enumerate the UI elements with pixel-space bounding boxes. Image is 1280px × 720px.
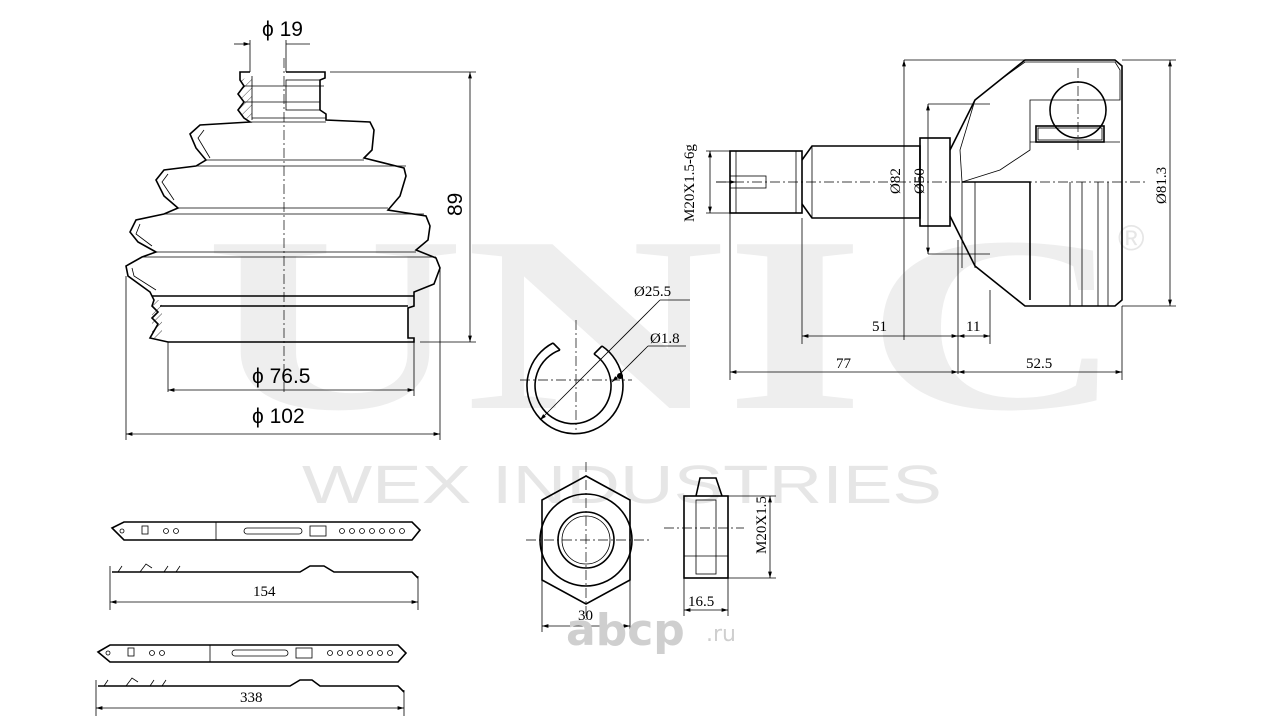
brand-site: abcp	[566, 605, 685, 656]
circlip-wire: Ø1.8	[650, 331, 680, 347]
clamp-large-length: 338	[240, 690, 263, 706]
boot-inner-diameter: ϕ 76.5	[252, 365, 310, 388]
boot-height: 89	[444, 193, 467, 216]
clamp-small: 154	[109, 521, 422, 610]
circlip-diameter: Ø25.5	[634, 284, 671, 300]
watermark-logo: UNIC	[205, 186, 1125, 463]
clamp-small-length: 154	[253, 584, 276, 600]
circlip: Ø25.5 Ø1.8	[520, 284, 690, 435]
joint-shaft-dia: Ø82	[888, 168, 904, 194]
nut-across-flats: 30	[578, 608, 593, 624]
nut-thickness: 16.5	[688, 594, 714, 610]
clamp-large: 338	[95, 644, 408, 716]
joint-bell-len: 52.5	[1026, 356, 1052, 372]
brand-tld: .ru	[706, 622, 736, 647]
boot-right-contour	[168, 71, 441, 343]
clamp-small-holes	[339, 528, 405, 534]
hex-nut: 30 16.5 M20X1.5	[526, 462, 776, 632]
cv-joint: M20X1.5-6g Ø82 Ø50 Ø81.3 51 11 77 52.5	[682, 59, 1176, 380]
clamp-large-holes	[327, 650, 393, 656]
joint-spline-dia: Ø50	[912, 168, 928, 194]
joint-thread: M20X1.5-6g	[682, 144, 698, 222]
watermark-company: WEX INDUSTRIES	[302, 455, 942, 515]
boot-top-diameter: ϕ 19	[262, 18, 303, 41]
watermark: UNIC ® WEX INDUSTRIES	[205, 186, 1145, 515]
joint-shoulder: 11	[966, 319, 980, 335]
joint-stub-total: 77	[836, 356, 852, 372]
abcp-brand: abcp .ru	[566, 605, 736, 656]
joint-shaft-len: 51	[872, 319, 887, 335]
boot-outer-diameter: ϕ 102	[252, 405, 305, 428]
joint-bell-dia: Ø81.3	[1154, 167, 1170, 204]
cv-boot: ϕ 19 89 ϕ 76.5 ϕ 102	[125, 18, 476, 440]
nut-thread: M20X1.5	[754, 496, 770, 554]
